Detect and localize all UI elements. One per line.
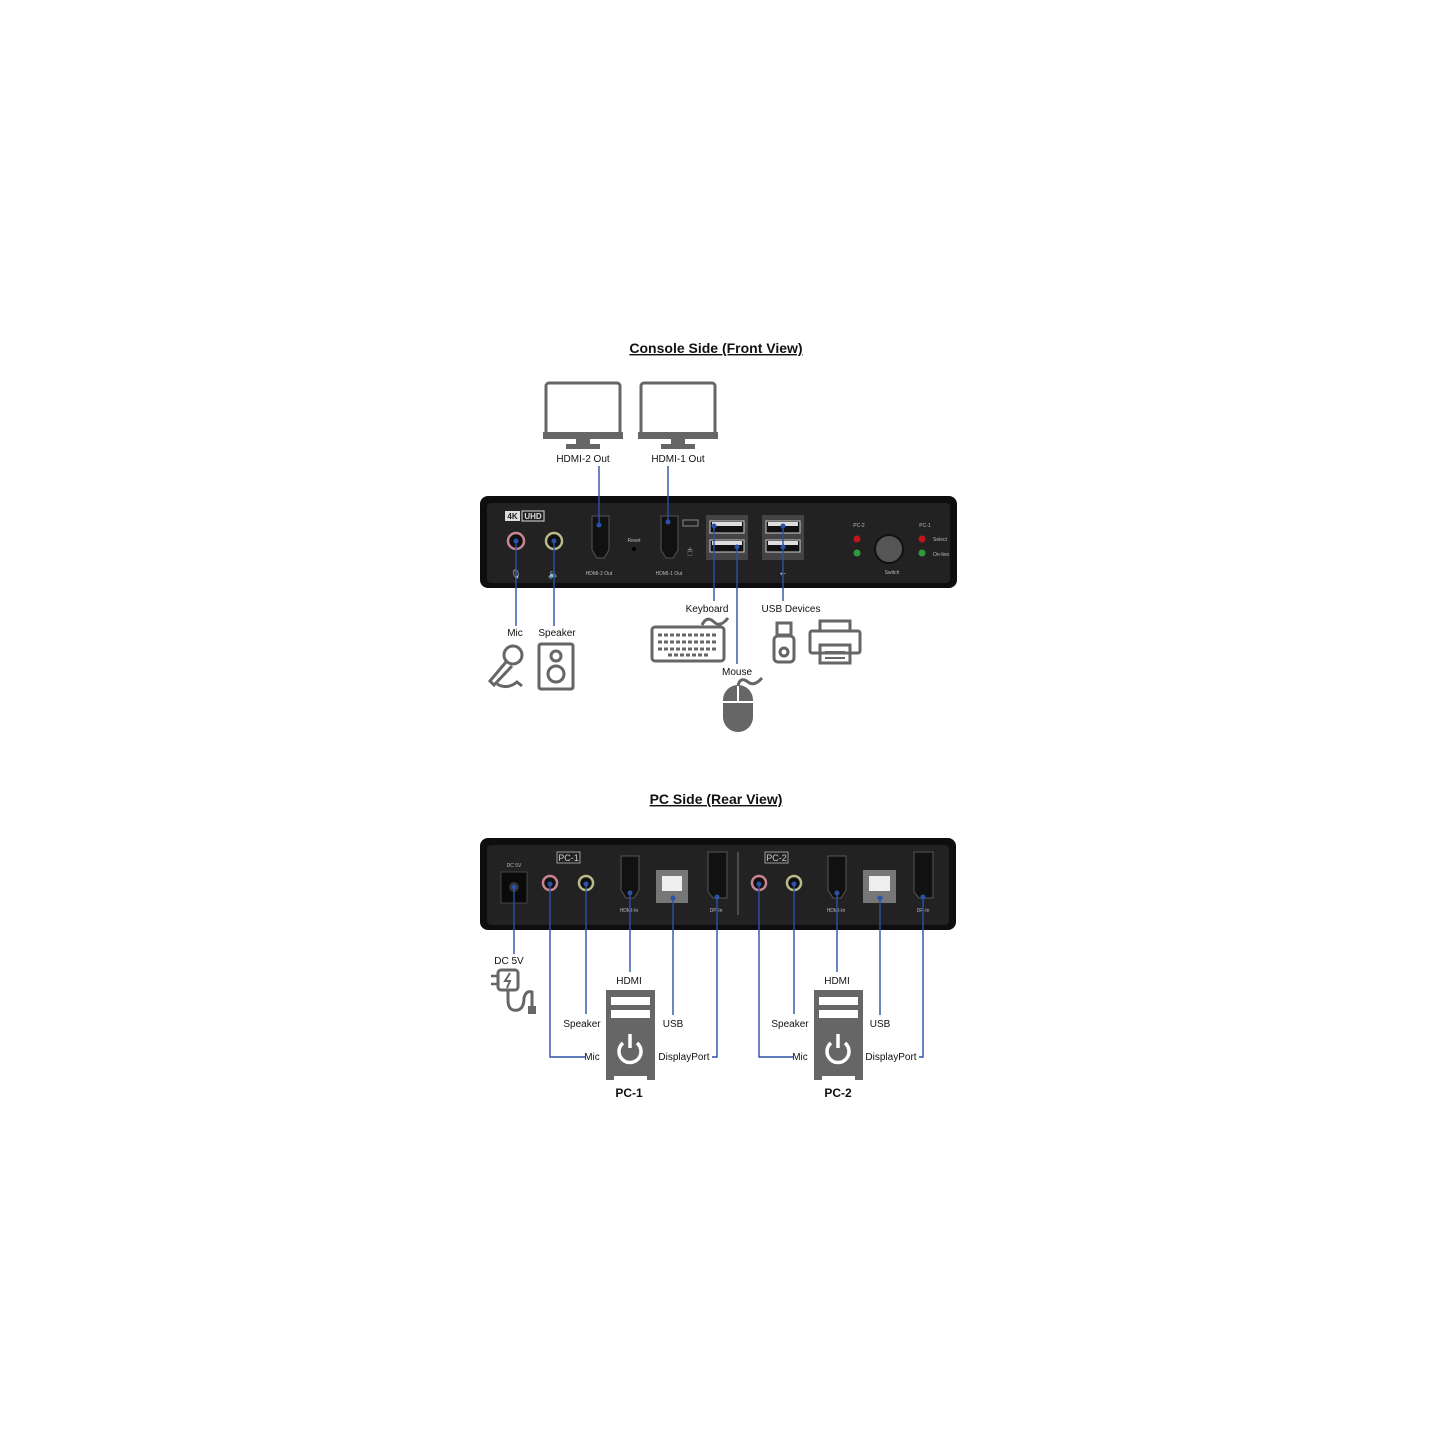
front-wires xyxy=(513,466,786,664)
pc1-usb-label: USB xyxy=(663,1019,684,1030)
hdmi2-panel-label: HDMI-2 Out xyxy=(586,571,613,577)
uhd-badge: UHD xyxy=(524,512,542,521)
pc1-connection-group: HDMI Speaker USB Mic DisplayPort PC-1 xyxy=(547,881,720,1100)
usb-devices-label: USB Devices xyxy=(762,604,821,615)
pc2-speaker-label: Speaker xyxy=(771,1019,809,1030)
mouse-small-icon: 🖰 xyxy=(687,546,693,556)
monitor-icon xyxy=(543,381,623,449)
microphone-icon xyxy=(487,644,524,689)
reset-button[interactable] xyxy=(632,547,636,551)
printer-icon xyxy=(808,619,862,665)
keyboard-icon xyxy=(650,617,730,663)
rear-view-title: PC Side (Rear View) xyxy=(650,791,783,807)
hdmi2-out-label: HDMI-2 Out xyxy=(556,454,610,465)
switch-button[interactable] xyxy=(874,534,904,564)
keyboard-label: Keyboard xyxy=(686,604,729,615)
online-label: On-line xyxy=(933,552,949,558)
rear-pc1-ports: PC-1 HDMI-In DP-In xyxy=(541,851,728,914)
hdmi2-port xyxy=(591,515,610,559)
hdmi1-panel-label: HDMI-1 Out xyxy=(656,571,683,577)
front-view-title: Console Side (Front View) xyxy=(629,340,802,356)
monitor-icon xyxy=(638,381,718,449)
switch-label: Switch xyxy=(885,570,900,576)
pc2-label: PC-2 xyxy=(824,1086,852,1100)
mouse-icon xyxy=(723,676,764,732)
pc1-select-led xyxy=(918,535,926,543)
pc2-usb-label: USB xyxy=(870,1019,891,1030)
pc2-select-led xyxy=(853,535,861,543)
pc1-dp-in-label: DP-In xyxy=(710,908,723,914)
mouse-label: Mouse xyxy=(722,667,752,678)
pc-tower-icon xyxy=(606,990,655,1080)
pc1-hdmi-label: HDMI xyxy=(616,976,642,987)
4k-badge: 4K xyxy=(507,512,517,521)
dc-panel-label: DC 5V xyxy=(507,863,522,869)
pc1-online-led xyxy=(918,549,926,557)
pc2-connection-group: HDMI Speaker USB Mic DisplayPort PC-2 xyxy=(756,881,926,1100)
keyboard-small-icon xyxy=(682,519,699,527)
front-panel: 4K UHD Reset HDMI-2 Out HDMI-1 Out 🖰 ⭠ P… xyxy=(480,496,957,588)
speaker-icon xyxy=(537,642,575,691)
pc1-led-label: PC-1 xyxy=(919,523,931,529)
power-adapter-icon xyxy=(491,968,536,1014)
reset-label: Reset xyxy=(627,538,641,544)
mic-label: Mic xyxy=(507,628,523,639)
usb-port-stack xyxy=(706,515,748,560)
pc1-panel-label: PC-1 xyxy=(558,853,579,863)
pc2-hdmi-in-label: HDMI-In xyxy=(827,908,846,914)
pc2-mic-label: Mic xyxy=(792,1052,808,1063)
pc2-online-led xyxy=(853,549,861,557)
pc1-speaker-label: Speaker xyxy=(563,1019,601,1030)
pc-tower-icon xyxy=(814,990,863,1080)
pc1-mic-label: Mic xyxy=(584,1052,600,1063)
dc-5v-label: DC 5V xyxy=(494,956,524,967)
usb-drive-icon xyxy=(772,621,796,664)
pc2-led-label: PC-2 xyxy=(853,523,865,529)
speaker-label: Speaker xyxy=(538,628,576,639)
pc1-hdmi-in-label: HDMI-In xyxy=(620,908,639,914)
hdmi1-port xyxy=(660,515,679,559)
pc1-displayport-label: DisplayPort xyxy=(658,1052,709,1063)
hdmi1-out-label: HDMI-1 Out xyxy=(651,454,705,465)
pc2-hdmi-label: HDMI xyxy=(824,976,850,987)
pc1-label: PC-1 xyxy=(615,1086,643,1100)
pc2-panel-label: PC-2 xyxy=(766,853,787,863)
select-label: Select xyxy=(933,537,948,543)
pc2-displayport-label: DisplayPort xyxy=(865,1052,916,1063)
